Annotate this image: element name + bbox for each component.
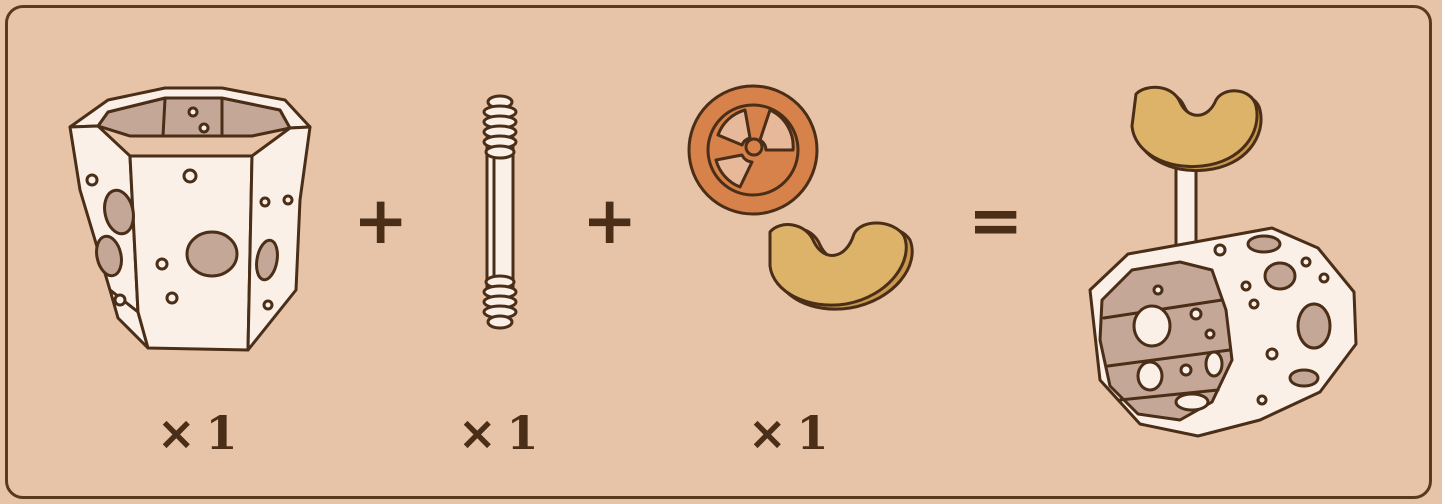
quantity-value: 1 bbox=[507, 406, 539, 460]
plus-sign: + bbox=[353, 188, 408, 254]
ingredient-quantity: ×1 bbox=[157, 410, 238, 456]
ingredient-quantity: ×1 bbox=[458, 410, 539, 456]
ingredient-quantity: ×1 bbox=[748, 410, 829, 456]
quantity-value: 1 bbox=[797, 406, 829, 460]
multiply-sign: × bbox=[748, 406, 787, 460]
multiply-sign: × bbox=[458, 406, 497, 460]
quantity-value: 1 bbox=[206, 406, 238, 460]
plus-sign: + bbox=[582, 188, 637, 254]
octagonal-frame-icon bbox=[70, 88, 310, 350]
equals-sign: = bbox=[968, 188, 1023, 254]
multiply-sign: × bbox=[157, 406, 196, 460]
assembled-cat-tower-icon bbox=[1090, 87, 1356, 436]
threaded-rod-icon bbox=[484, 96, 516, 328]
wheel-and-crescent-icon bbox=[689, 86, 912, 309]
